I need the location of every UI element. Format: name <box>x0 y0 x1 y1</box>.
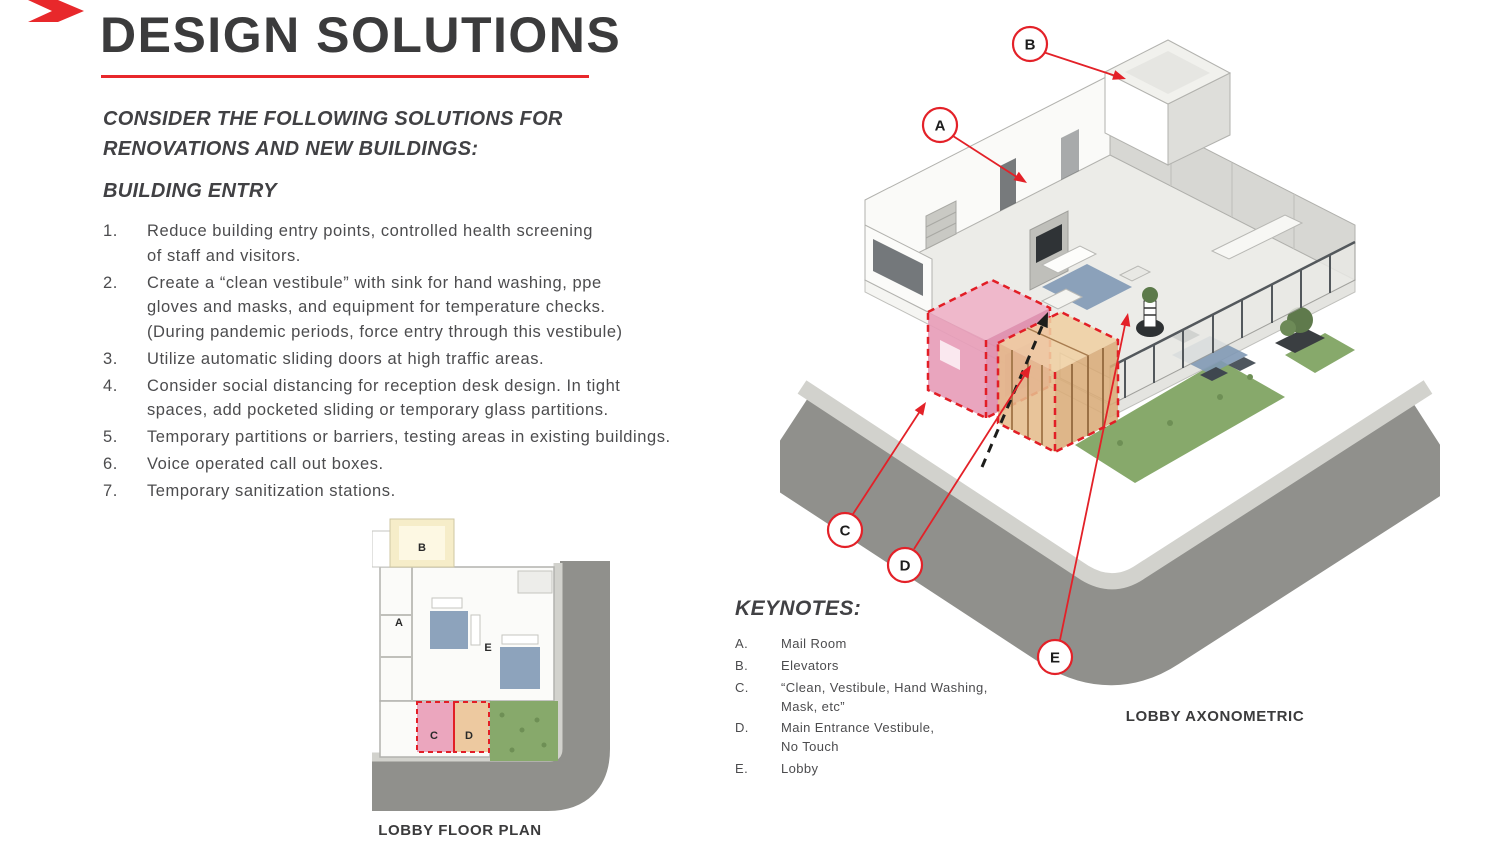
item-number: 3. <box>103 349 118 368</box>
callout-letter-e: E <box>1050 650 1060 667</box>
list-item: 3. Utilize automatic sliding doors at hi… <box>103 347 795 372</box>
plan-elevator-room <box>371 518 455 568</box>
callout-circle-a <box>921 106 959 144</box>
item-number: 7. <box>103 481 118 500</box>
item-text: Reduce building entry points, controlled… <box>147 222 593 265</box>
plan-label-c: C <box>430 730 438 742</box>
item-number: 1. <box>103 222 118 240</box>
axonometric-drawing: A B C D <box>756 25 1464 686</box>
plan-label-a: A <box>395 617 403 629</box>
plan-pink-dashed-outline <box>416 701 455 753</box>
axon-grass <box>1075 333 1355 483</box>
item-number: 2. <box>103 273 118 292</box>
item-text: Create a “clean vestibule” with sink for… <box>147 273 623 342</box>
lobby-axonometric: A B C D <box>756 25 1464 715</box>
round-table <box>1136 319 1164 337</box>
plan-label-b: B <box>418 542 426 554</box>
keynote-item: C. “Clean, Vestibule, Hand Washing, Mask… <box>735 679 1065 717</box>
item-text: Utilize automatic sliding doors at high … <box>147 349 545 368</box>
axon-back-left-wall <box>864 74 1111 281</box>
plan-label-e: E <box>484 642 491 654</box>
callout-e: E <box>1036 313 1131 676</box>
keynote-item: E. Lobby <box>735 760 1065 779</box>
hand-wash-sink <box>940 340 960 370</box>
lobby-floor-plan: A B E C D <box>371 505 612 815</box>
callout-letter-b: B <box>1025 37 1036 54</box>
tan-dashed-outline <box>996 310 1120 454</box>
callout-circle-d <box>886 546 924 584</box>
tv-screen <box>1036 224 1062 263</box>
storefront-window <box>873 239 923 296</box>
keynote-key: E. <box>735 761 749 777</box>
list-item: 1. Reduce building entry points, control… <box>103 219 795 269</box>
axon-road <box>756 389 1464 686</box>
keynote-key: A. <box>735 636 749 651</box>
list-item: 7. Temporary sanitization stations. <box>103 479 795 504</box>
floor-plan-caption: LOBBY FLOOR PLAN <box>378 822 542 839</box>
keynote-label: Main Entrance Vestibule, No Touch <box>781 720 935 755</box>
keynotes-legend: KEYNOTES: A. Mail Room B. Elevators C. “… <box>735 597 1065 782</box>
axon-elevator-shaft <box>1103 39 1232 166</box>
item-number: 6. <box>103 454 118 473</box>
callout-a: A <box>921 106 1027 183</box>
keynote-label: “Clean, Vestibule, Hand Washing, Mask, e… <box>781 679 988 714</box>
keynote-key: D. <box>735 720 749 736</box>
plan-road <box>372 561 610 811</box>
pink-dashed-outline <box>926 278 1052 420</box>
callout-letter-a: A <box>935 118 946 135</box>
item-text: Temporary partitions or barriers, testin… <box>147 428 671 446</box>
floor-plan-drawing: A B E C D <box>371 518 610 811</box>
list-item: 2. Create a “clean vestibule” with sink … <box>103 271 795 345</box>
item-number: 5. <box>103 428 118 446</box>
item-number: 4. <box>103 376 118 395</box>
plan-clean-vestibule-pink <box>417 702 454 752</box>
page-title: DESIGN SOLUTIONS <box>100 7 622 63</box>
entry-path-arrow <box>980 312 1048 468</box>
list-item: 5. Temporary partitions or barriers, tes… <box>103 425 795 450</box>
plan-label-d: D <box>465 730 473 742</box>
keynote-key: C. <box>735 679 749 695</box>
entrance-vestibule-highlight-tan <box>996 310 1120 454</box>
callout-c: C <box>826 402 926 549</box>
callout-circle-c <box>826 511 864 549</box>
section-heading-building-entry: BUILDING ENTRY <box>103 180 277 202</box>
keynote-item: A. Mail Room <box>735 635 1065 654</box>
keynote-label: Mail Room <box>781 636 847 651</box>
callout-letter-d: D <box>900 558 911 575</box>
plan-entrance-vestibule-tan <box>454 702 489 752</box>
item-text: Voice operated call out boxes. <box>147 454 384 473</box>
callout-circle-e <box>1036 638 1074 676</box>
callout-d: D <box>886 365 1031 584</box>
keynotes-heading: KEYNOTES: <box>735 597 862 620</box>
brand-chevron-logo <box>28 0 84 22</box>
keynote-item: D. Main Entrance Vestibule, No Touch <box>735 719 1065 757</box>
plan-tan-dashed-outline <box>453 701 490 753</box>
plan-furniture <box>430 570 553 689</box>
intro-text: CONSIDER THE FOLLOWING SOLUTIONS FOR REN… <box>103 108 563 160</box>
building-entry-list: 1. Reduce building entry points, control… <box>103 219 795 503</box>
list-item: 4. Consider social distancing for recept… <box>103 374 795 424</box>
axon-sidewalk <box>797 380 1433 590</box>
planter <box>1275 328 1325 353</box>
title-underline <box>101 75 589 78</box>
plan-grass <box>490 701 558 761</box>
keynote-key: B. <box>735 657 749 673</box>
keynote-label: Elevators <box>781 657 839 673</box>
item-text: Temporary sanitization stations. <box>147 481 396 500</box>
keynote-label: Lobby <box>781 761 819 777</box>
list-item: 6. Voice operated call out boxes. <box>103 452 795 477</box>
callout-circle-b <box>1011 25 1049 63</box>
left-text-column: CONSIDER THE FOLLOWING SOLUTIONS FOR REN… <box>103 104 795 505</box>
item-text: Consider social distancing for reception… <box>147 376 621 420</box>
axonometric-caption: LOBBY AXONOMETRIC <box>1125 708 1305 725</box>
axon-furniture <box>1029 210 1325 381</box>
doorway <box>1000 158 1016 211</box>
reception-desk <box>1210 214 1304 260</box>
callout-letter-c: C <box>840 523 851 540</box>
keynote-item: B. Elevators <box>735 657 1065 676</box>
callout-b: B <box>1011 25 1126 80</box>
